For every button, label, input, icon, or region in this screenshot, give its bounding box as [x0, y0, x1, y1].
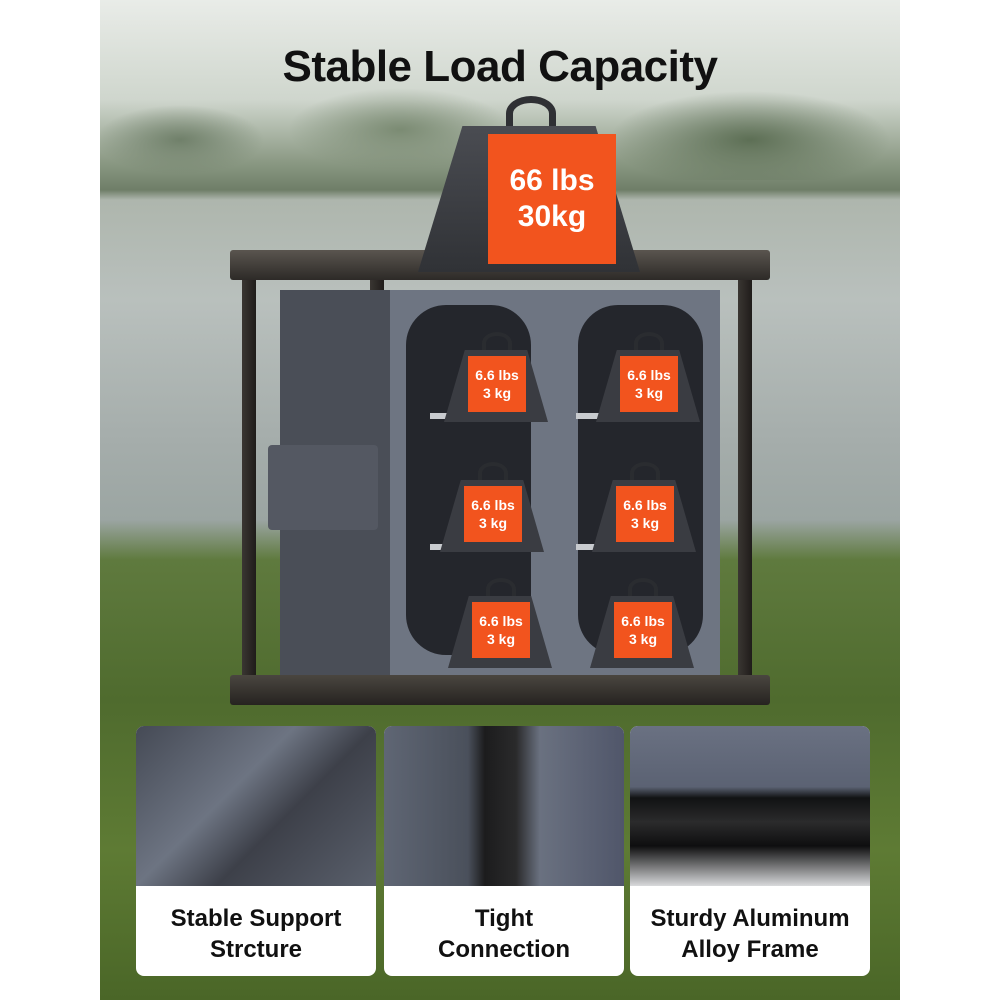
- weight-lbs: 6.6 lbs: [475, 367, 519, 383]
- weight-kg: 3 kg: [486, 631, 515, 647]
- frame-leg: [242, 278, 256, 678]
- shelf-weight: 6.6 lbs 3 kg: [440, 462, 544, 552]
- shelf-weight-label: 6.6 lbs 3 kg: [616, 486, 674, 542]
- side-pocket: [268, 445, 378, 530]
- feature-caption-line2: Alloy Frame: [681, 936, 819, 963]
- feature-caption: Stable Support Strcture: [136, 892, 376, 976]
- weight-lbs: 6.6 lbs: [621, 613, 665, 629]
- feature-caption-line1: Tight: [474, 905, 534, 932]
- shelf-weight: 6.6 lbs 3 kg: [444, 332, 548, 422]
- weight-ring-icon: [630, 462, 660, 484]
- feature-photo-frame: [630, 726, 870, 886]
- feature-caption: Sturdy Aluminum Alloy Frame: [630, 892, 870, 976]
- main-weight: 66 lbs 30kg: [418, 96, 640, 272]
- feature-photo-support: [136, 726, 376, 886]
- weight-kg: 3 kg: [630, 515, 659, 531]
- weight-lbs: 6.6 lbs: [471, 497, 515, 513]
- weight-kg: 3 kg: [634, 385, 663, 401]
- feature-caption-line2: Connection: [438, 936, 570, 963]
- weight-lbs: 6.6 lbs: [627, 367, 671, 383]
- shelf-weight-label: 6.6 lbs 3 kg: [468, 356, 526, 412]
- feature-card-connection: Tight Connection: [384, 726, 624, 976]
- right-margin: [900, 0, 1000, 1000]
- weight-kg: 3 kg: [478, 515, 507, 531]
- weight-ring-icon: [628, 578, 658, 600]
- main-weight-label: 66 lbs 30kg: [488, 134, 616, 264]
- weight-kg: 3 kg: [482, 385, 511, 401]
- feature-caption: Tight Connection: [384, 892, 624, 976]
- main-weight-lbs: 66 lbs: [509, 164, 595, 197]
- feature-caption-line1: Stable Support: [170, 905, 342, 932]
- weight-kg: 3 kg: [628, 631, 657, 647]
- shelf-weight: 6.6 lbs 3 kg: [590, 578, 694, 668]
- weight-lbs: 6.6 lbs: [479, 613, 523, 629]
- feature-photo-connection: [384, 726, 624, 886]
- weight-ring-icon: [486, 578, 516, 600]
- feature-caption-line1: Sturdy Aluminum: [650, 905, 850, 932]
- shelf-weight: 6.6 lbs 3 kg: [448, 578, 552, 668]
- weight-ring-icon: [482, 332, 512, 354]
- feature-caption-line2: Strcture: [209, 936, 303, 963]
- feature-card-frame: Sturdy Aluminum Alloy Frame: [630, 726, 870, 976]
- shelf-weight-label: 6.6 lbs 3 kg: [620, 356, 678, 412]
- bottom-rail: [230, 675, 770, 705]
- weight-lbs: 6.6 lbs: [623, 497, 667, 513]
- shelf-weight: 6.6 lbs 3 kg: [592, 462, 696, 552]
- frame-leg: [738, 278, 752, 678]
- weight-ring-icon: [634, 332, 664, 354]
- shelf-weight-label: 6.6 lbs 3 kg: [614, 602, 672, 658]
- shelf-weight-label: 6.6 lbs 3 kg: [472, 602, 530, 658]
- left-margin: [0, 0, 100, 1000]
- weight-ring-icon: [506, 96, 556, 131]
- feature-card-support: Stable Support Strcture: [136, 726, 376, 976]
- shelf-weight: 6.6 lbs 3 kg: [596, 332, 700, 422]
- weight-ring-icon: [478, 462, 508, 484]
- main-weight-kg: 30kg: [517, 200, 587, 233]
- shelf-weight-label: 6.6 lbs 3 kg: [464, 486, 522, 542]
- page-title: Stable Load Capacity: [282, 42, 718, 91]
